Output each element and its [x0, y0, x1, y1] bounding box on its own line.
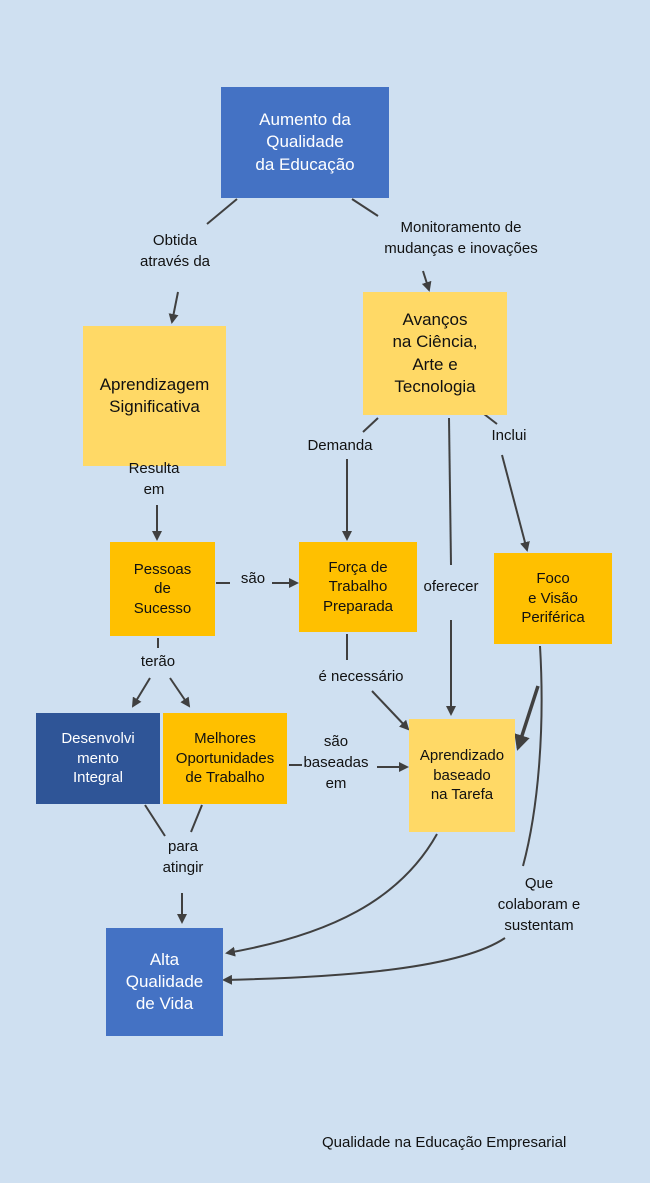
edge-avancos-label-inclui — [483, 413, 498, 425]
edge-aumento-label-obtida — [206, 198, 238, 225]
node-avancos-ciencia: Avanços na Ciência, Arte e Tecnologia — [363, 292, 507, 415]
node-aumento-qualidade-educacao: Aumento da Qualidade da Educação — [221, 87, 389, 198]
edge-desenvolvimento-label-para — [144, 804, 166, 837]
node-pessoas-de-sucesso: Pessoas de Sucesso — [110, 542, 215, 636]
label-obtida-atraves-da: Obtida através da — [139, 232, 211, 270]
label-oferecer: oferecer — [423, 578, 479, 595]
node-melhores-oportunidades: Melhores Oportunidades de Trabalho — [163, 713, 287, 804]
node-foco-visao-periferica: Foco e Visão Periférica — [494, 553, 612, 644]
edge-monitoramento-avancos — [421, 270, 432, 292]
label-inclui: Inclui — [491, 427, 527, 444]
edge-necessario-aprendizado — [371, 690, 410, 731]
label-sao: são — [240, 570, 266, 587]
label-demanda: Demanda — [307, 437, 373, 454]
edge-terao-melhores — [169, 677, 191, 708]
edge-foco-aprendizado — [514, 685, 540, 751]
label-e-necessario: é necessário — [318, 668, 404, 685]
edge-terao-desenvolvimento — [131, 677, 151, 708]
edge-avancos-label-demanda — [362, 417, 379, 433]
label-para-atingir: para atingir — [162, 838, 204, 876]
node-aprendizagem-significativa: Aprendizagem Significativa — [83, 326, 226, 466]
label-sao-baseadas-em: são baseadas em — [303, 733, 369, 792]
node-alta-qualidade-de-vida: Alta Qualidade de Vida — [106, 928, 223, 1036]
footer-caption: Qualidade na Educação Empresarial — [322, 1134, 567, 1151]
edge-obtida-aprendizagem — [168, 291, 179, 324]
edge-foco-label-colaboram — [522, 645, 543, 867]
label-terao: terão — [140, 653, 176, 670]
node-forca-de-trabalho: Força de Trabalho Preparada — [299, 542, 417, 632]
edge-avancos-label-oferecer — [448, 417, 452, 566]
label-resulta-em: Resulta em — [128, 460, 180, 498]
edge-aumento-label-monitoramento — [351, 198, 379, 217]
edge-aprendizado-alta — [225, 833, 438, 957]
label-que-colaboram: Que colaboram e sustentam — [497, 875, 581, 934]
label-monitoramento: Monitoramento de mudanças e inovações — [384, 219, 538, 257]
node-aprendizado-baseado-tarefa: Aprendizado baseado na Tarefa — [409, 719, 515, 832]
edge-inclui-foco — [501, 454, 530, 552]
edge-melhores-label-para — [190, 804, 203, 833]
edge-colaboram-alta — [222, 937, 506, 985]
node-desenvolvimento-integral: Desenvolvi mento Integral — [36, 713, 160, 804]
